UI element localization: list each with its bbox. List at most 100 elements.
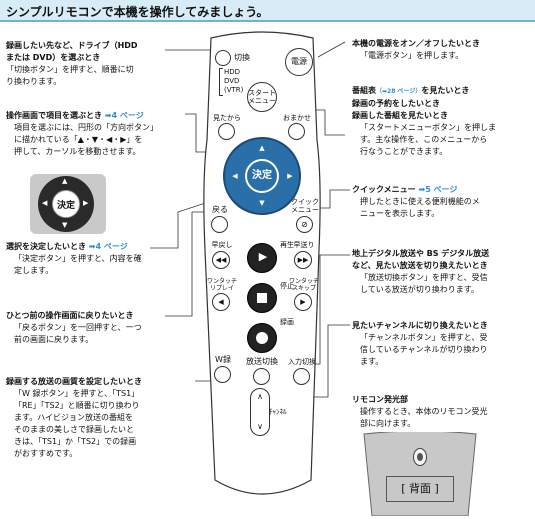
replay-label-2: リプレイ bbox=[209, 285, 234, 292]
annotation-desc: 「戻るボタン」を一回押すと、一つ bbox=[14, 323, 142, 332]
bcast-button[interactable] bbox=[253, 368, 270, 385]
annotation-title: 見たいチャンネルに切り換えたいとき bbox=[352, 321, 488, 330]
annotation-desc: している放送が切り換わります。 bbox=[360, 285, 479, 294]
annotation-desc: ます。 bbox=[360, 357, 384, 366]
annotation-quick: クイックメニュー ➡5 ページ 押したときに使える便利機能のメ ニューを表示しま… bbox=[352, 184, 480, 220]
dpad-down-icon[interactable]: ▼ bbox=[259, 199, 265, 207]
annotation-title: 操作画面で項目を選ぶとき ➡4 ページ bbox=[6, 111, 144, 120]
drive-hdd-label: HDD bbox=[224, 68, 241, 76]
annotation-desc: す。主な操作を、このメニューから bbox=[360, 135, 488, 144]
annotation-title: 録画した番組を見たいとき bbox=[352, 111, 448, 120]
annotation-title: 地上デジタル放送や BS デジタル放送 bbox=[352, 249, 490, 258]
annotation-program: 番組表（➡28 ページ）を見たいとき 録画の予約をしたいとき 録画した番組を見た… bbox=[352, 85, 496, 158]
skip-label-2: スキップ bbox=[291, 285, 316, 292]
dpad-right-icon[interactable]: ▶ bbox=[287, 172, 293, 180]
quick-label-2: メニュー bbox=[291, 206, 319, 214]
power-button[interactable] bbox=[285, 48, 313, 76]
wrec-button[interactable] bbox=[214, 366, 231, 383]
annotation-desc: 「切換ボタン」を押すと、順番に切 bbox=[6, 65, 134, 74]
annotation-title: ひとつ前の操作画面に戻りたいとき bbox=[6, 311, 134, 320]
back-label-box: [ 背面 ] bbox=[386, 476, 454, 502]
annotation-desc: 押したときに使える便利機能のメ bbox=[360, 197, 480, 206]
omakase-button[interactable] bbox=[288, 123, 305, 140]
annotation-title: 番組表（➡28 ページ）を見たいとき bbox=[352, 86, 470, 95]
quick-menu-button[interactable] bbox=[296, 216, 313, 233]
back-button[interactable] bbox=[211, 216, 228, 233]
switch-button[interactable] bbox=[215, 50, 231, 66]
annotation-title: など、見たい放送を切り換えたいとき bbox=[352, 261, 488, 270]
ir-emitter-icon bbox=[413, 448, 427, 466]
dpad-left-icon[interactable]: ◀ bbox=[232, 172, 238, 180]
annotation-desc: そのままの美しさで録画したいと bbox=[14, 425, 134, 434]
annotation-desc: ニューを表示します。 bbox=[360, 209, 440, 218]
annotation-title: 録画する放送の画質を設定したいとき bbox=[6, 377, 142, 386]
play-icon: ▶ bbox=[258, 250, 268, 263]
annotation-desc: 部に向けます。 bbox=[360, 419, 416, 428]
play-button[interactable] bbox=[247, 243, 277, 273]
ff-label: 早送り bbox=[293, 241, 315, 249]
mitakara-label: 見たから bbox=[213, 114, 241, 122]
channel-rocker[interactable] bbox=[250, 388, 270, 436]
page-ref-link[interactable]: ➡4 ページ bbox=[104, 111, 144, 120]
input-button[interactable] bbox=[293, 368, 310, 385]
dpad-inset-image: 決定 ▲ ▼ ◀ ▶ bbox=[30, 174, 106, 234]
annotation-desc: 「W 録ボタン」を押すと、「TS1」 bbox=[14, 389, 140, 398]
skip-button[interactable] bbox=[294, 293, 312, 311]
annotation-drive: 録画したい先など、ドライブ（HDD または DVD）を選ぶとき 「切換ボタン」を… bbox=[6, 40, 138, 88]
up-arrow-icon: ▲ bbox=[62, 177, 68, 185]
rewind-button[interactable] bbox=[212, 251, 230, 269]
remote-back-body bbox=[363, 432, 477, 516]
page-ref-link[interactable]: ➡5 ページ bbox=[418, 185, 458, 194]
rewind-label: 早戻し bbox=[211, 241, 233, 249]
page-header: シンプルリモコンで本機を操作してみましょう。 bbox=[0, 0, 535, 22]
annotation-channel: 見たいチャンネルに切り換えたいとき 「チャンネルボタン」を押すと、受 信している… bbox=[352, 320, 488, 368]
record-icon bbox=[256, 332, 268, 344]
replay-button[interactable] bbox=[212, 293, 230, 311]
annotation-broadcast: 地上デジタル放送や BS デジタル放送 など、見たい放送を切り換えたいとき 「放… bbox=[352, 248, 489, 296]
back-label: [ 背面 ] bbox=[401, 482, 439, 495]
annotation-desc: 信しているチャンネルが切り換わり bbox=[360, 345, 488, 354]
page-ref-link[interactable]: （➡28 ページ） bbox=[376, 88, 422, 95]
annotation-select: 操作画面で項目を選ぶとき ➡4 ページ 項目を選ぶには、円形の「方向ボタン」 に… bbox=[6, 110, 158, 158]
channel-label: ﾁｬﾝﾈﾙ bbox=[269, 408, 287, 416]
back-label: 戻る bbox=[212, 205, 228, 214]
quick-label-1: クイック bbox=[291, 198, 319, 206]
page-title: シンプルリモコンで本機を操作してみましょう。 bbox=[6, 5, 269, 19]
annotation-title: 選択を決定したいとき ➡4 ページ bbox=[6, 242, 128, 251]
mitakara-button[interactable] bbox=[218, 123, 235, 140]
annotation-title: または DVD）を選ぶとき bbox=[6, 53, 101, 62]
line-power bbox=[317, 41, 346, 58]
annotation-desc: に描かれている「▲・▼・◀・▶」を bbox=[14, 135, 143, 144]
annotation-title: 録画の予約をしたいとき bbox=[352, 99, 440, 108]
dpad-up-icon[interactable]: ▲ bbox=[259, 144, 265, 152]
inset-enter-label: 決定 bbox=[56, 201, 75, 211]
annotation-desc: 「決定ボタン」を押すと、内容を確 bbox=[14, 254, 142, 263]
ff-button[interactable] bbox=[294, 251, 312, 269]
right-arrow-icon: ▶ bbox=[83, 199, 89, 207]
channel-up-icon[interactable]: ∧ bbox=[257, 392, 263, 401]
replay-label-1: ワンタッチ bbox=[206, 278, 237, 285]
start-menu-label-1: スタート bbox=[248, 89, 276, 97]
annotation-desc: 「チャンネルボタン」を押すと、受 bbox=[360, 333, 488, 342]
switch-label: 切換 bbox=[234, 53, 250, 62]
page-ref-link[interactable]: ➡4 ページ bbox=[88, 242, 128, 251]
annotation-quality: 録画する放送の画質を設定したいとき 「W 録ボタン」を押すと、「TS1」 「RE… bbox=[6, 376, 142, 460]
annotation-sensor: リモコン発光部 操作するとき、本体のリモコン受光 部に向けます。 bbox=[352, 394, 487, 430]
annotation-desc: がおすすめです。 bbox=[14, 449, 78, 458]
enter-label: 決定 bbox=[252, 170, 272, 181]
wrec-label: W録 bbox=[215, 355, 231, 364]
ff-icon: ▶▶ bbox=[297, 256, 309, 264]
channel-down-icon[interactable]: ∨ bbox=[257, 422, 263, 431]
stop-icon bbox=[257, 293, 267, 303]
annotation-title: 本機の電源をオン／オフしたいとき bbox=[352, 39, 480, 48]
annotation-desc: 操作するとき、本体のリモコン受光 bbox=[360, 407, 488, 416]
remote-back-view: [ 背面 ] bbox=[360, 432, 480, 516]
annotation-desc: 「RE」「TS2」と順番に切り換わり bbox=[14, 401, 140, 410]
annotation-desc: 「放送切換ボタン」を押すと、受信 bbox=[360, 273, 488, 282]
annotation-desc: ます。ハイビジョン放送の番組を bbox=[14, 413, 134, 422]
enter-button[interactable] bbox=[245, 159, 279, 193]
drive-indicator bbox=[219, 68, 223, 96]
annotation-title: リモコン発光部 bbox=[352, 395, 408, 404]
start-menu-button[interactable] bbox=[247, 82, 277, 112]
annotation-desc: きは、「TS1」か「TS2」での録画 bbox=[14, 437, 137, 446]
